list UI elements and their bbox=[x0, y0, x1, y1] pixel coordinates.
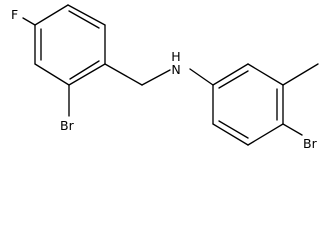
bond-ring1-a-inner bbox=[68, 10, 100, 29]
bond-ring2-a-inner bbox=[218, 70, 249, 89]
bond-c-f bbox=[22, 17, 36, 26]
bond-ch2-n bbox=[141, 69, 171, 86]
molecule-structure: F Br N H Br bbox=[11, 4, 319, 151]
bond-ring1-c-inner bbox=[69, 60, 100, 80]
bond-ring2-a bbox=[212, 63, 249, 86]
bond-ring1-a bbox=[67, 4, 106, 26]
atom-label-bromine-right: Br bbox=[303, 136, 318, 151]
bond-methyl bbox=[282, 63, 319, 86]
bond-ring2-b bbox=[247, 63, 284, 86]
bond-ring-ch2 bbox=[104, 63, 143, 86]
bond-c-br-right bbox=[282, 123, 303, 136]
left-benzene-ring bbox=[34, 4, 106, 86]
atom-label-nitrogen: N bbox=[171, 62, 180, 77]
right-benzene-ring bbox=[212, 63, 284, 146]
bond-ring1-f bbox=[34, 4, 69, 26]
bond-ring1-d bbox=[34, 63, 70, 86]
bond-ring1-c bbox=[68, 63, 106, 86]
bond-ring2-e bbox=[212, 123, 249, 146]
bond-ring2-e-inner bbox=[218, 120, 249, 139]
atom-label-fluorine: F bbox=[11, 7, 18, 22]
bond-ring2-d bbox=[247, 123, 284, 146]
atom-label-hydrogen: H bbox=[171, 49, 180, 64]
bond-n-ring2 bbox=[189, 68, 214, 86]
atom-label-bromine-left: Br bbox=[60, 118, 75, 133]
